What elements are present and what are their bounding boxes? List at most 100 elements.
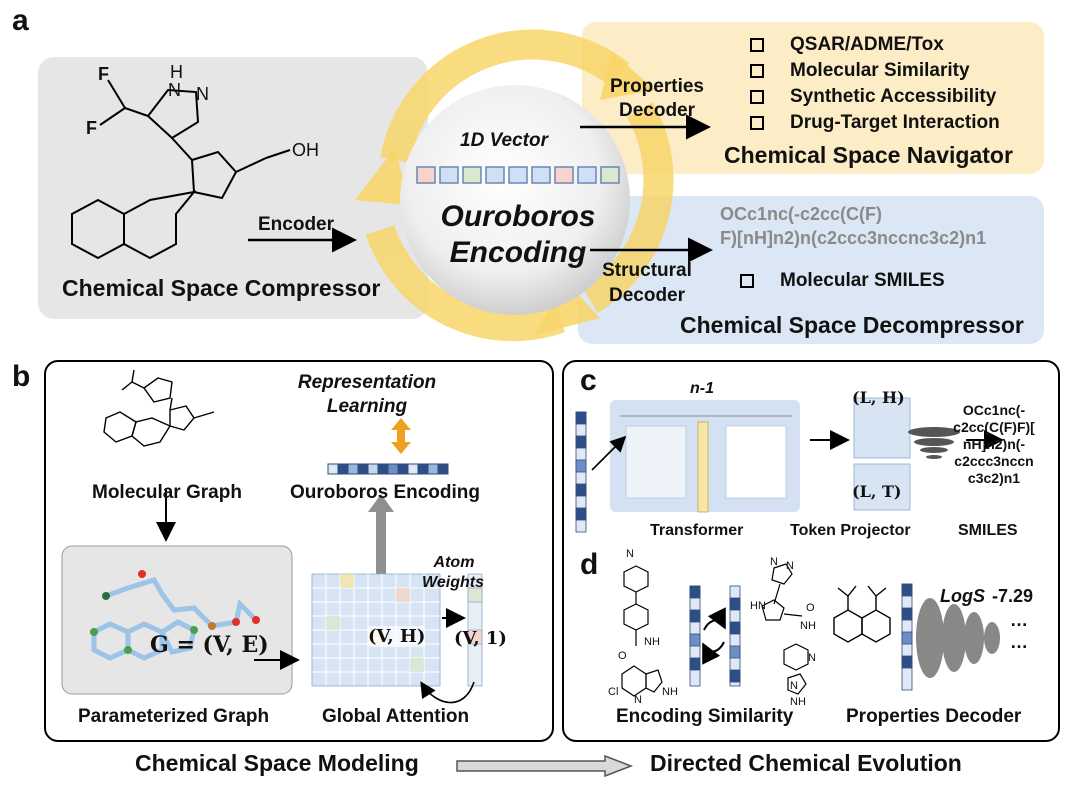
vector-label: 1D Vector	[460, 130, 548, 151]
navigator-list: QSAR/ADME/Tox Molecular Similarity Synth…	[750, 32, 1000, 136]
structural-decoder-line1: Structural	[602, 260, 692, 281]
graph-nodes	[90, 570, 260, 654]
into-transformer-arrow	[591, 435, 627, 471]
parameterized-graph-label: Parameterized Graph	[78, 706, 270, 727]
bottom-right-label: Directed Chemical Evolution	[650, 750, 962, 776]
decoder-funnel	[916, 598, 1000, 678]
attention-column	[697, 421, 709, 513]
d-right-atom-nh2: NH	[790, 696, 806, 708]
compressor-box	[38, 57, 428, 319]
logs-value: -7.29	[992, 586, 1034, 606]
projector-funnel	[908, 427, 960, 459]
atom-n-1: N	[168, 80, 181, 100]
atom-weights-line2: Weights	[422, 574, 484, 591]
navigator-item-1: QSAR/ADME/Tox	[790, 34, 944, 55]
d-left-atom-cl: Cl	[608, 686, 619, 698]
loop-arrow	[420, 681, 475, 704]
checkbox-icon	[750, 64, 764, 78]
ellipsis-2: …	[1010, 632, 1028, 652]
d-right-atom-n4: N	[790, 680, 798, 692]
lt-label: (L, T)	[852, 482, 902, 501]
logs-label: LogS	[940, 586, 985, 606]
properties-decoder-line1: Properties	[610, 76, 704, 97]
d-left-atom-nh: NH	[644, 636, 660, 648]
checkbox-icon	[750, 38, 764, 52]
smiles-line-1: OCc1nc(-c2cc(C(F)	[720, 204, 883, 224]
smiles-out-line-1: OCc1nc(-	[962, 402, 1026, 418]
center-title-1: Ouroboros	[440, 200, 596, 233]
v1-label: (V, 1)	[454, 628, 507, 649]
smiles-label: SMILES	[958, 522, 1018, 539]
atom-f-1: F	[98, 64, 109, 84]
ring-arrow-head-1	[600, 52, 655, 100]
d-right-atom-n1: N	[770, 556, 778, 568]
atom-oh: OH	[292, 140, 319, 160]
smiles-item-label: Molecular SMILES	[780, 270, 945, 291]
up-arrow	[368, 494, 394, 574]
projector-grid-top	[853, 397, 911, 459]
representation-line1: Representation	[297, 372, 437, 393]
ouroboros-ring	[365, 29, 674, 342]
d-encoding-columns	[689, 583, 913, 691]
d-right-atom-o: O	[806, 602, 815, 614]
transformer-grid-left	[625, 425, 687, 499]
encoding-bar	[327, 463, 449, 475]
ouroboros-encoding-label: Ouroboros Encoding	[290, 482, 480, 503]
atom-f-2: F	[86, 118, 97, 138]
bottom-left-label: Chemical Space Modeling	[135, 750, 419, 776]
d-left-atom-n2: N	[634, 694, 642, 706]
properties-decoder-line2: Decoder	[618, 100, 696, 121]
d-right-atom-n3: N	[808, 652, 816, 664]
representation-line2: Learning	[326, 396, 408, 417]
smiles-out-line-3: nH]n2)n(-	[962, 436, 1026, 452]
properties-decoder-d-label: Properties Decoder	[846, 706, 1022, 727]
compressor-title: Chemical Space Compressor	[62, 275, 381, 301]
n1-label: n-1	[690, 380, 714, 397]
panel-d-letter: d	[580, 548, 599, 581]
decompressor-box	[578, 196, 1044, 344]
graph-equation: G = (V, E)	[150, 632, 269, 658]
swap-arrows	[702, 607, 726, 665]
smiles-out-line-2: c2cc(C(F)F)[	[953, 419, 1035, 435]
ellipsis-1: …	[1010, 610, 1028, 630]
smiles-output: OCc1nc(- c2cc(C(F)F)[ nH]n2)n(- c2ccc3nc…	[944, 402, 1044, 487]
projector-grid-bottom	[853, 463, 911, 511]
representation-arrow	[391, 418, 411, 454]
checkbox-icon	[740, 274, 754, 288]
lh-label: (L, H)	[852, 388, 905, 407]
checkbox-icon	[750, 90, 764, 104]
d-left-atom-nh2: NH	[662, 686, 678, 698]
navigator-item-3: Synthetic Accessibility	[790, 86, 997, 107]
d-molecule-naphthalene	[833, 585, 891, 643]
ring-arrow-head-2	[535, 280, 600, 335]
d-left-atom-o: O	[618, 650, 627, 662]
atom-n-2: N	[196, 84, 209, 104]
smiles-out-line-5: c3c2)n1	[967, 470, 1021, 486]
graph-edges	[91, 577, 259, 661]
panel-c-letter: c	[580, 364, 597, 397]
decompressor-title: Chemical Space Decompressor	[680, 312, 1024, 338]
global-attention-label: Global Attention	[322, 706, 470, 727]
d-right-atom-hn: HN	[750, 600, 766, 612]
atom-h: H	[170, 62, 183, 82]
input-column	[575, 411, 587, 533]
panel-cd-frame	[562, 360, 1060, 742]
checkbox-icon	[750, 116, 764, 130]
molecule-b	[103, 369, 215, 447]
ring-arrow-head-3	[355, 148, 410, 205]
d-left-atom-n1: N	[626, 548, 634, 560]
molecule-a	[71, 79, 291, 260]
transformer-grid-right	[725, 425, 787, 499]
molecular-graph-label: Molecular Graph	[92, 482, 242, 503]
navigator-title: Chemical Space Navigator	[724, 142, 1013, 168]
vh-label: (V, H)	[368, 626, 426, 647]
bottom-arrow-shape	[456, 754, 634, 778]
smiles-out-line-4: c2ccc3nccn	[954, 453, 1034, 469]
encoding-similarity-label: Encoding Similarity	[616, 706, 794, 727]
encoder-label: Encoder	[258, 214, 335, 235]
center-title-2: Encoding	[449, 236, 587, 269]
vector-cells	[416, 166, 620, 184]
structural-decoder-line2: Decoder	[608, 285, 686, 306]
navigator-item-4: Drug-Target Interaction	[790, 112, 1000, 133]
